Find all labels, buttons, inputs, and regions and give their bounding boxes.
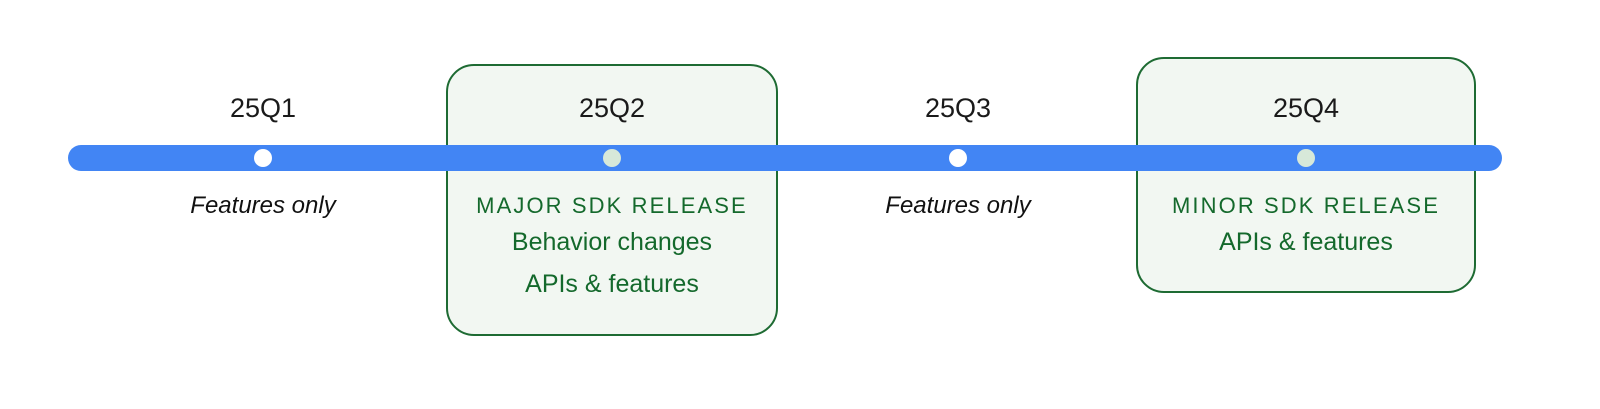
release-card-body-q4: MINOR SDK RELEASE APIs & features	[1136, 190, 1476, 263]
dot-plain-icon-q3	[949, 149, 967, 167]
release-line-q2-1: APIs & features	[525, 270, 699, 298]
quarter-label-q1: 25Q1	[229, 93, 297, 123]
release-card-q4	[1136, 57, 1476, 293]
timeline-bar	[68, 145, 1502, 171]
release-kicker-q2: MAJOR SDK RELEASE	[476, 193, 748, 218]
release-kicker-q4: MINOR SDK RELEASE	[1172, 193, 1440, 218]
dot-release-icon-q4	[1297, 149, 1315, 167]
quarter-label-q4: 25Q4	[1272, 93, 1340, 123]
dot-release-icon-q2	[603, 149, 621, 167]
quarter-note-q3: Features only	[885, 192, 1031, 219]
quarter-note-q1: Features only	[190, 192, 336, 219]
quarter-label-q2: 25Q2	[578, 93, 646, 123]
release-line-q2-0: Behavior changes	[511, 228, 713, 256]
release-card-body-q2: MAJOR SDK RELEASE Behavior changes APIs …	[446, 190, 778, 305]
release-card-q2	[446, 64, 778, 336]
release-line-q4-0: APIs & features	[1219, 228, 1393, 256]
dot-plain-icon-q1	[254, 149, 272, 167]
quarter-label-q3: 25Q3	[924, 93, 992, 123]
